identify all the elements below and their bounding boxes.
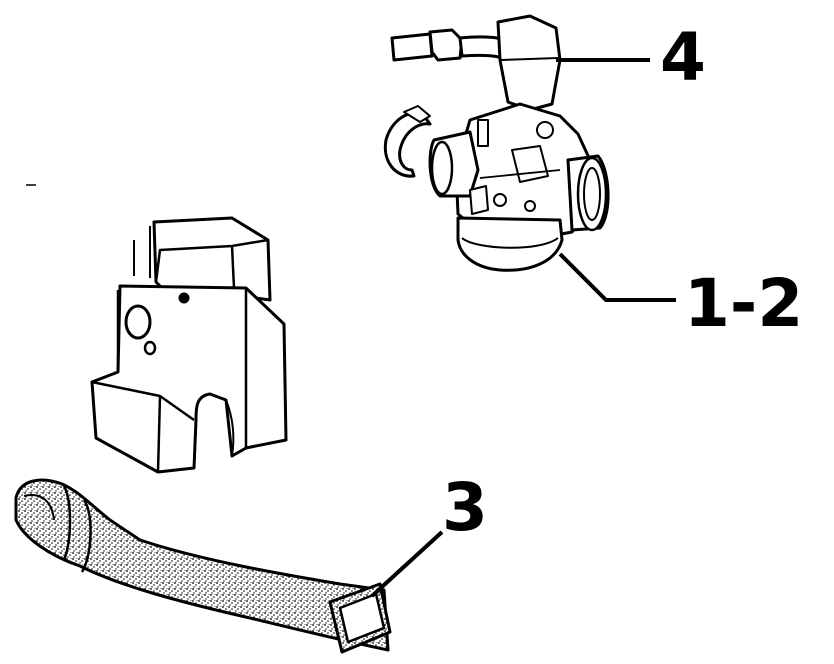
block-hole-large xyxy=(124,304,152,340)
carburetor xyxy=(383,14,610,272)
leader-line-3 xyxy=(370,530,444,598)
cable-cap xyxy=(496,14,562,112)
callout-label-4: 4 xyxy=(660,19,706,96)
fuel-inlet-nut xyxy=(428,28,464,62)
float-bowl xyxy=(456,216,564,272)
hose-clamp xyxy=(383,111,432,178)
leader-line-1-2 xyxy=(558,252,676,302)
block-top-hole xyxy=(178,292,190,304)
intake-hose xyxy=(14,478,392,654)
support-block xyxy=(90,216,288,474)
fuel-inlet-nipple xyxy=(390,32,434,62)
callout-label-1-2: 1-2 xyxy=(684,265,803,342)
callout-label-3: 3 xyxy=(442,469,488,546)
block-hole-small xyxy=(143,340,157,356)
block-lower xyxy=(90,284,288,474)
